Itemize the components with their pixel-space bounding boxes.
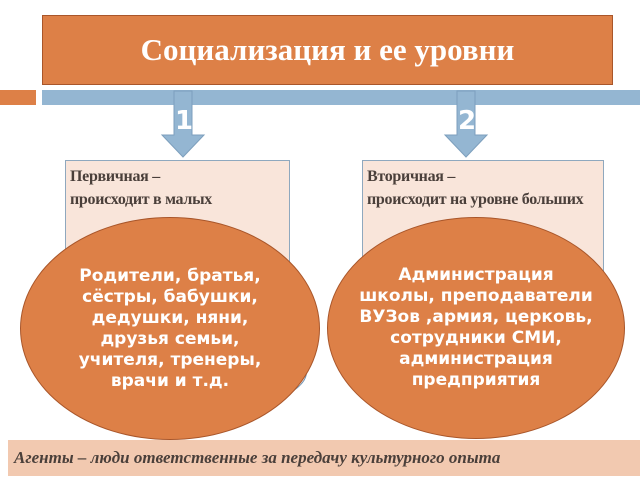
footer-definition: Агенты – люди ответственные за передачу …: [8, 440, 640, 476]
arrow-down-icon: [160, 90, 206, 158]
level-number-1: 1: [175, 106, 194, 136]
primary-heading: Первичная –: [70, 168, 160, 185]
level-number-2: 2: [458, 106, 477, 136]
arrows: [160, 90, 489, 158]
orange-accent-bar: [0, 90, 36, 105]
primary-agents-circle: Родители, братья, сёстры, бабушки, дедуш…: [20, 217, 320, 440]
primary-text: происходит в малых: [70, 191, 212, 208]
arrow-down-icon: [443, 90, 489, 158]
secondary-text: происходит на уровне больших: [367, 191, 584, 208]
secondary-heading: Вторичная –: [367, 168, 456, 185]
slide-title: Социализация и ее уровни: [42, 15, 613, 85]
secondary-agents-circle: Администрация школы, преподаватели ВУЗов…: [327, 217, 625, 439]
